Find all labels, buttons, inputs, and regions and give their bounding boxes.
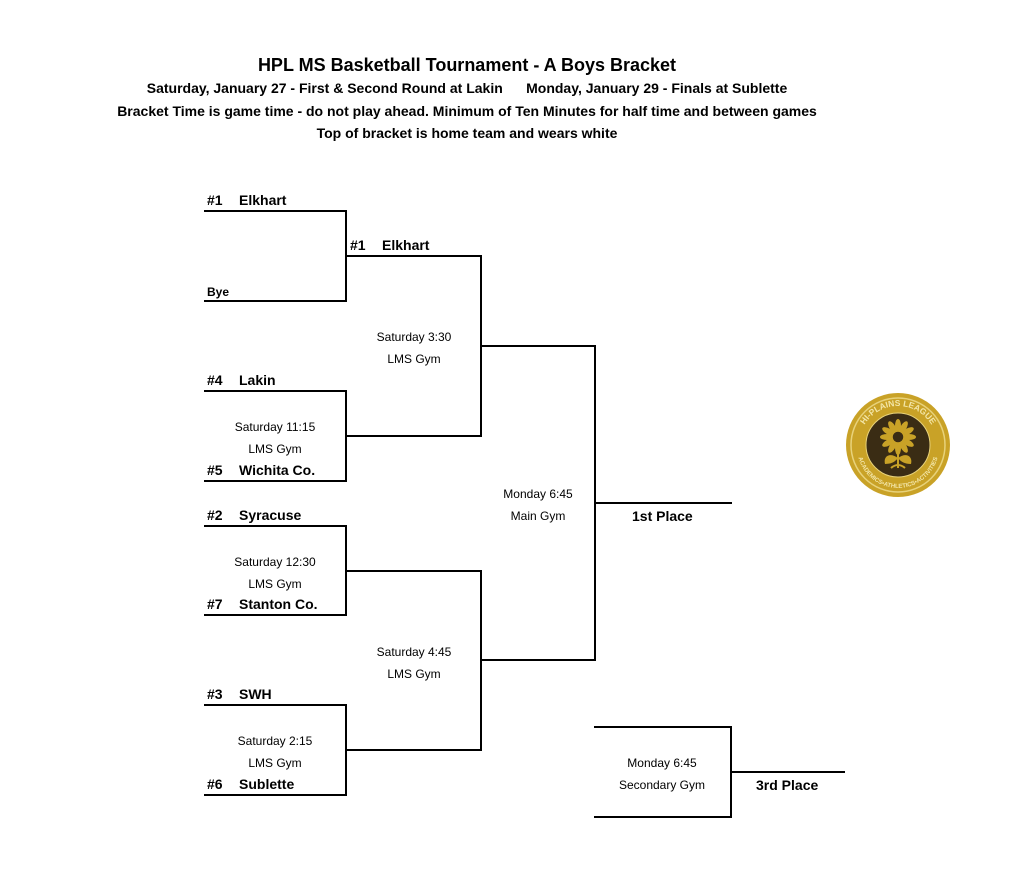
first-place-label: 1st Place xyxy=(632,508,693,524)
line-sf-2 xyxy=(480,659,596,661)
line-r1-3 xyxy=(204,390,347,392)
game-venue: LMS Gym xyxy=(248,442,302,456)
team-slot-4: #5 Wichita Co. xyxy=(207,462,315,478)
game-time: Saturday 2:15 xyxy=(237,734,313,748)
team-name: Elkhart xyxy=(382,237,430,253)
line-r2-1 xyxy=(345,255,482,257)
game-venue: LMS Gym xyxy=(248,756,302,770)
team-name: Stanton Co. xyxy=(239,596,318,612)
line-third-1 xyxy=(594,726,732,728)
third-place-label: 3rd Place xyxy=(756,777,819,793)
game-venue: LMS Gym xyxy=(248,577,302,591)
game-venue: Main Gym xyxy=(510,509,566,523)
team-slot-r2-1: #1 Elkhart xyxy=(350,237,429,253)
game-time: Saturday 12:30 xyxy=(234,555,316,569)
team-name: Lakin xyxy=(239,372,276,388)
home-team-note: Top of bracket is home team and wears wh… xyxy=(316,125,618,141)
game-info-r2-2: Saturday 4:45 LMS Gym xyxy=(334,641,494,685)
team-seed: #5 xyxy=(207,462,223,478)
line-r2-4 xyxy=(345,749,482,751)
game-venue: LMS Gym xyxy=(387,352,441,366)
hi-plains-league-logo: HI-PLAINS LEAGUE ACADEMICS•ATHLETICS•ACT… xyxy=(846,393,950,497)
team-slot-6: #7 Stanton Co. xyxy=(207,596,318,612)
game-info-r2-1: Saturday 3:30 LMS Gym xyxy=(334,326,494,370)
line-r1-7 xyxy=(204,704,347,706)
team-seed: #3 xyxy=(207,686,223,702)
game-info-r1-3: Saturday 12:30 LMS Gym xyxy=(195,551,355,595)
team-slot-3: #4 Lakin xyxy=(207,372,276,388)
team-name: Sublette xyxy=(239,776,295,792)
team-name: SWH xyxy=(239,686,272,702)
team-name: Elkhart xyxy=(239,192,287,208)
team-name: Syracuse xyxy=(239,507,302,523)
line-third-2 xyxy=(594,816,732,818)
team-slot-1: #1 Elkhart xyxy=(207,192,286,208)
line-r1-4 xyxy=(204,480,347,482)
line-r1-2 xyxy=(204,300,347,302)
team-seed: #1 xyxy=(207,192,223,208)
game-venue: Secondary Gym xyxy=(618,778,706,792)
page-title: HPL MS Basketball Tournament - A Boys Br… xyxy=(257,55,677,75)
bye-slot: Bye xyxy=(207,285,230,299)
line-r1-1 xyxy=(204,210,347,212)
team-seed: #4 xyxy=(207,372,223,388)
game-venue: LMS Gym xyxy=(387,667,441,681)
line-r1-6 xyxy=(204,614,347,616)
line-r1-8 xyxy=(204,794,347,796)
game-time: Saturday 11:15 xyxy=(234,420,316,434)
game-info-championship: Monday 6:45 Main Gym xyxy=(458,483,618,527)
game-time: Saturday 4:45 xyxy=(376,645,452,659)
sunflower-icon xyxy=(880,419,916,469)
schedule-dates: Saturday, January 27 - First & Second Ro… xyxy=(146,80,788,96)
team-slot-5: #2 Syracuse xyxy=(207,507,301,523)
team-slot-8: #6 Sublette xyxy=(207,776,294,792)
team-slot-7: #3 SWH xyxy=(207,686,272,702)
team-seed: #2 xyxy=(207,507,223,523)
team-seed: #6 xyxy=(207,776,223,792)
line-r2-3 xyxy=(345,570,482,572)
line-sf-1 xyxy=(480,345,596,347)
game-info-r1-4: Saturday 2:15 LMS Gym xyxy=(195,730,355,774)
line-third-winner xyxy=(730,771,845,773)
line-r2-2 xyxy=(345,435,482,437)
game-time: Saturday 3:30 xyxy=(376,330,452,344)
game-info-r1-2: Saturday 11:15 LMS Gym xyxy=(195,416,355,460)
line-r1-5 xyxy=(204,525,347,527)
game-time: Monday 6:45 xyxy=(627,756,697,770)
game-time: Monday 6:45 xyxy=(503,487,573,501)
team-name: Wichita Co. xyxy=(239,462,316,478)
line-champion xyxy=(594,502,732,504)
game-info-third-place: Monday 6:45 Secondary Gym xyxy=(582,752,742,796)
bracket-rules: Bracket Time is game time - do not play … xyxy=(117,103,817,119)
team-seed: #1 xyxy=(350,237,366,253)
team-seed: #7 xyxy=(207,596,223,612)
